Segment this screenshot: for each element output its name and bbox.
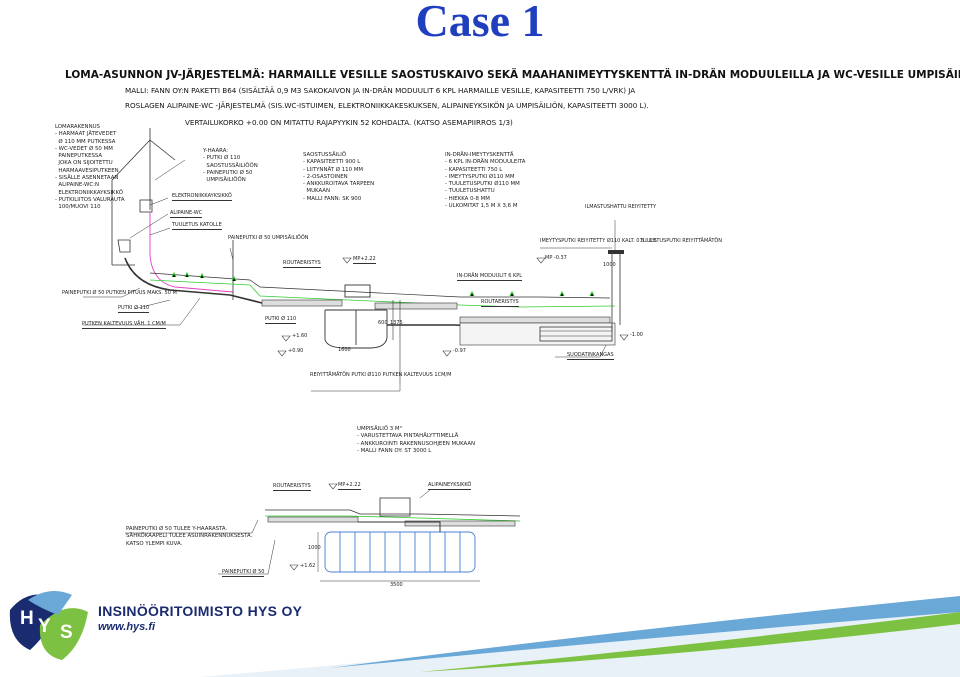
note-y-haara: Y-HAARA: - PUTKI Ø 110 SAOSTUSSÄILIÖÖN -… <box>203 148 258 184</box>
company-block: INSINÖÖRITOIMISTO HYS OY www.hys.fi <box>98 603 302 633</box>
pressure-pipe-magenta <box>149 212 234 293</box>
label-putken-kaltevuus: PUTKEN KALTEVUUS VÄH. 1 CM/M <box>82 321 166 329</box>
wc-seat <box>117 239 131 253</box>
level-090: +0.90 <box>288 348 304 354</box>
logo-letter-s: S <box>60 622 73 643</box>
vent-cap <box>608 250 624 254</box>
house-outline <box>111 128 176 266</box>
holding-tank <box>324 531 476 573</box>
label-mp-1: MP+2.22 <box>353 256 376 264</box>
dim-1375: 1375 <box>390 320 403 326</box>
diagram-header-line4: VERTAILUKORKO +0.00 ON MITATTU RAJAPYYKI… <box>185 118 513 127</box>
diagram-header-line2: MALLI: FANN OY:N PAKETTI B64 (SISÄLTÄÄ 0… <box>125 86 636 95</box>
label-paineputki-umpi: PAINEPUTKI Ø 50 UMPISÄILIÖÖN <box>228 235 309 241</box>
label-imeytysputki: IMEYTYSPUTKI REIYITETTY Ø110 KALT. 0.5..… <box>540 238 657 244</box>
logo-letter-y: Y <box>38 616 51 637</box>
indran-module-bed <box>459 322 616 346</box>
label-indran-modules: IN-DRÄN MODUULIT 6 KPL <box>457 273 523 281</box>
dim-600: 600 <box>378 320 388 326</box>
label-routaeristys-1: ROUTAERISTYS <box>283 260 321 268</box>
dim-1600: 1600 <box>338 347 351 353</box>
note-saostussailio: SAOSTUSSÄILIÖ - KAPASITEETTI 900 L - LII… <box>303 152 375 202</box>
leader-lines <box>83 159 616 575</box>
vent-pipe <box>611 254 621 330</box>
label-paineputki-left: PAINEPUTKI Ø 50 PUTKEN PITUUS MAKS. 50 M <box>62 290 177 296</box>
note-bottom-left: PAINEPUTKI Ø 50 TULEE Y-HAARASTA. SÄHKÖK… <box>126 526 253 547</box>
note-lomarakennus: LOMARAKENNUS - HARMAAT JÄTEVEDET Ø 110 M… <box>55 124 125 211</box>
vacuum-unit <box>379 497 411 517</box>
label-putki110-left: PUTKI Ø 110 <box>118 305 150 313</box>
label-suodatinkangas: SUODATINKANGAS <box>567 352 614 360</box>
ground-line-bottom <box>265 509 521 517</box>
label-tuuletusputki: TUULETUSPUTKI REIYITTÄMÄTÖN <box>640 238 723 244</box>
dim-3500: 3500 <box>390 582 403 588</box>
diagram-header-line1: LOMA-ASUNNON JV-JÄRJESTELMÄ: HARMAILLE V… <box>65 69 960 81</box>
hys-logo <box>9 591 88 660</box>
label-mp-3: MP+2.22 <box>338 482 361 490</box>
footer-swoosh <box>200 596 960 677</box>
note-umpisailio: UMPISÄILIÖ 3 M³ - VARUSTETTAVA PINTAHÄLY… <box>357 426 476 454</box>
logo-letter-h: H <box>20 608 34 629</box>
electronics-box <box>139 199 153 213</box>
level-100: -1.00 <box>630 332 643 338</box>
level-162: +1.62 <box>300 563 316 569</box>
grass-tufts <box>171 271 595 297</box>
level-097: -0.97 <box>453 348 466 354</box>
frost-insulation <box>261 299 343 307</box>
label-mp-2: MP -0.37 <box>545 255 567 261</box>
label-routaeristys-2: ROUTAERISTYS <box>481 299 519 307</box>
dim-1000: 1000 <box>603 262 616 268</box>
level-160: +1.60 <box>292 333 308 339</box>
page-title: Case 1 <box>415 0 545 46</box>
company-url[interactable]: www.hys.fi <box>98 621 156 633</box>
green-line <box>149 279 616 308</box>
label-alipaineyksikko: ALIPAINEYKSIKKÖ <box>428 482 472 490</box>
label-alipaine-wc: ALIPAINE-WC <box>170 210 203 218</box>
dim-1000-bottom: 1000 <box>308 545 321 551</box>
label-routaeristys-3: ROUTAERISTYS <box>273 483 311 491</box>
diagram-header-line3: ROSLAGEN ALIPAINE-WC -JÄRJESTELMÄ (SIS.W… <box>125 101 649 110</box>
label-paineputki-bottom: PAINEPUTKI Ø 50 <box>222 569 265 577</box>
level-markers <box>277 257 629 571</box>
label-tuuletus-katolle: TUULETUS KATOLLE <box>172 222 222 230</box>
label-ilmastushattu: ILMASTUSHATTU REIYITETTY <box>585 204 657 210</box>
company-name: INSINÖÖRITOIMISTO HYS OY <box>98 603 303 619</box>
septic-tank <box>324 284 388 349</box>
label-putki110-right: PUTKI Ø 110 <box>265 316 297 324</box>
note-indran: IN-DRÄN-IMEYTYSKENTTÄ - 6 KPL IN-DRÄN MO… <box>445 152 526 210</box>
label-reiyittamaton: REIYITTÄMÄTÖN PUTKI Ø110 PUTKEN KALTEVUU… <box>310 372 452 378</box>
waste-pipe <box>124 257 263 304</box>
label-elektroniikka: ELEKTRONIIKKAYKSIKKÖ <box>172 193 232 201</box>
